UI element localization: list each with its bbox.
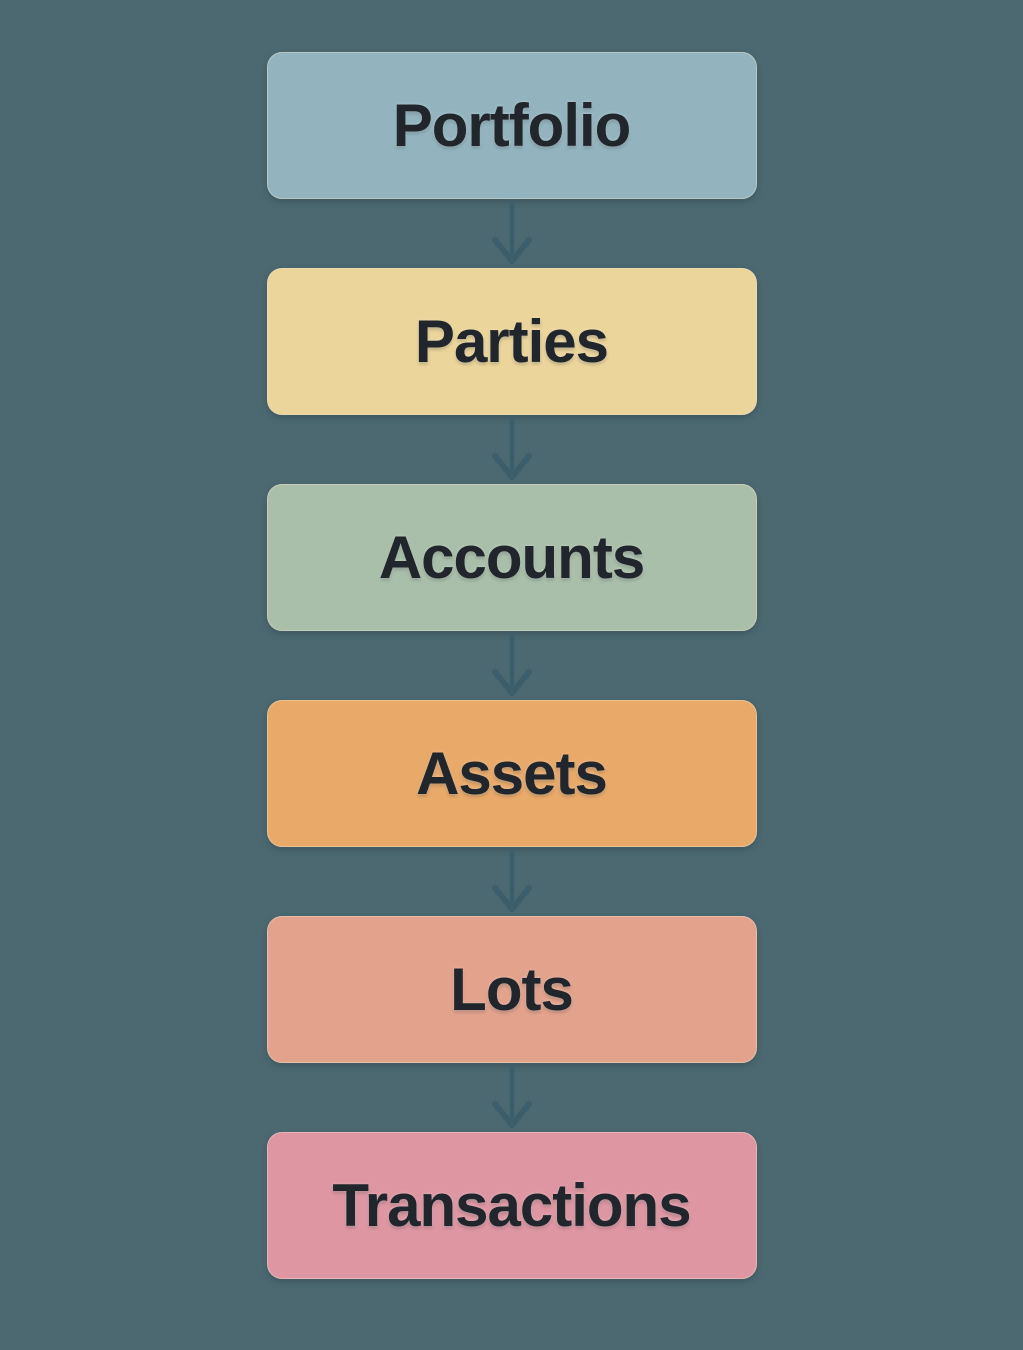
node-lots: Lots — [266, 916, 757, 1063]
node-assets-label: Assets — [416, 740, 608, 807]
node-assets: Assets — [266, 700, 757, 847]
node-portfolio: Portfolio — [266, 52, 757, 199]
node-parties-label: Parties — [414, 308, 609, 375]
arrow-down-icon — [491, 415, 532, 480]
node-transactions-label: Transactions — [332, 1172, 691, 1239]
arrow-down-icon — [491, 847, 532, 912]
flowchart: Portfolio Parties Accounts Assets — [0, 52, 1023, 1279]
node-lots-label: Lots — [450, 956, 574, 1023]
node-accounts: Accounts — [266, 484, 757, 631]
node-transactions: Transactions — [266, 1132, 757, 1279]
arrow-down-icon — [491, 631, 532, 696]
arrow-down-icon — [491, 199, 532, 264]
node-accounts-label: Accounts — [378, 524, 645, 591]
node-portfolio-label: Portfolio — [392, 92, 632, 159]
node-parties: Parties — [266, 268, 757, 415]
arrow-down-icon — [491, 1063, 532, 1128]
